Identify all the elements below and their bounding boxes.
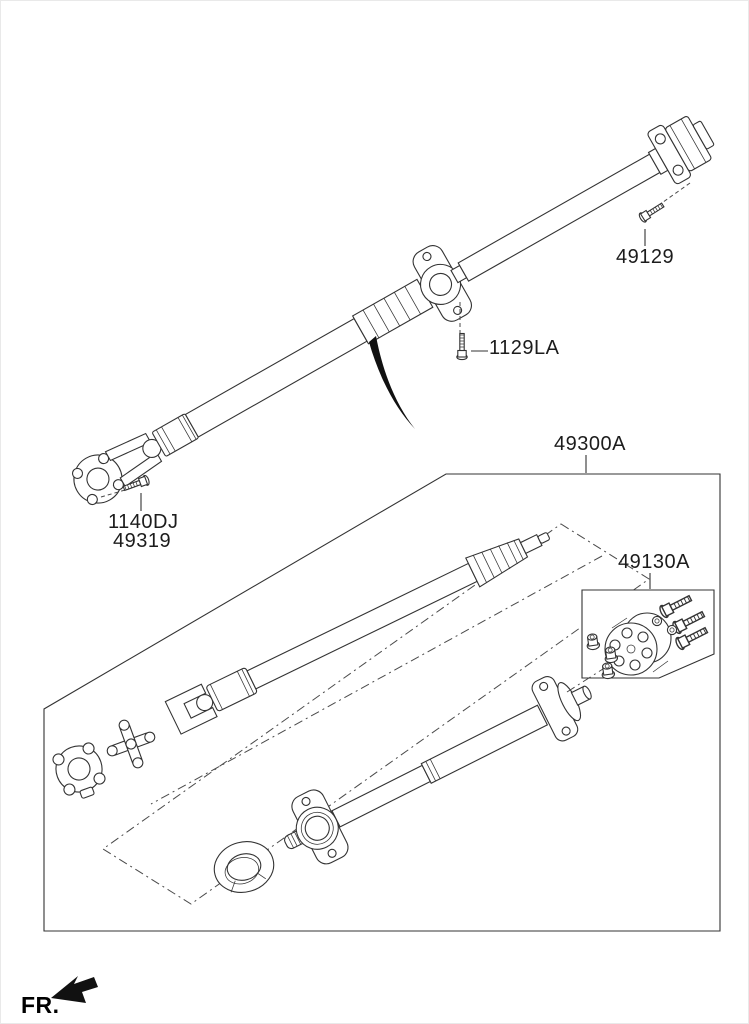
swoosh-mark: [369, 336, 415, 429]
part-label-center-bearing-bolt: 1129LA: [489, 337, 560, 359]
part-label-front-flange-bolt: 1140DJ: [108, 511, 179, 533]
fr-direction-label: FR.: [21, 992, 60, 1018]
kit-box-outline: [43, 473, 721, 932]
bolt-49129: [637, 200, 667, 224]
coupling-washer-1: [651, 615, 663, 627]
fr-direction-arrow-icon: [51, 976, 98, 1003]
bolt-49129-group: [637, 182, 691, 246]
u-joint-spider-part: [106, 719, 156, 769]
part-label-companion-flange: 49319: [113, 530, 172, 552]
bolt-1140DJ-group: [100, 474, 151, 511]
rear-propeller-shaft: [284, 676, 592, 865]
propeller-shaft-assembled: [71, 116, 715, 506]
part-label-propshaft-assembly: 49300A: [554, 433, 626, 455]
companion-flange-part: [52, 742, 106, 799]
part-label-flexible-coupling-kit: 49130A: [618, 551, 690, 573]
front-propeller-shaft: [164, 532, 550, 735]
bolt-1129LA-group: [456, 302, 488, 361]
coupling-washer-2: [666, 624, 678, 636]
assembly-ghost-outline: [102, 523, 650, 905]
bolt-1129LA: [456, 332, 468, 361]
flexible-coupling-kit-box: [566, 573, 715, 693]
dust-seal-ring: [213, 841, 275, 893]
part-label-rear-flange-bolt: 49129: [616, 246, 675, 268]
